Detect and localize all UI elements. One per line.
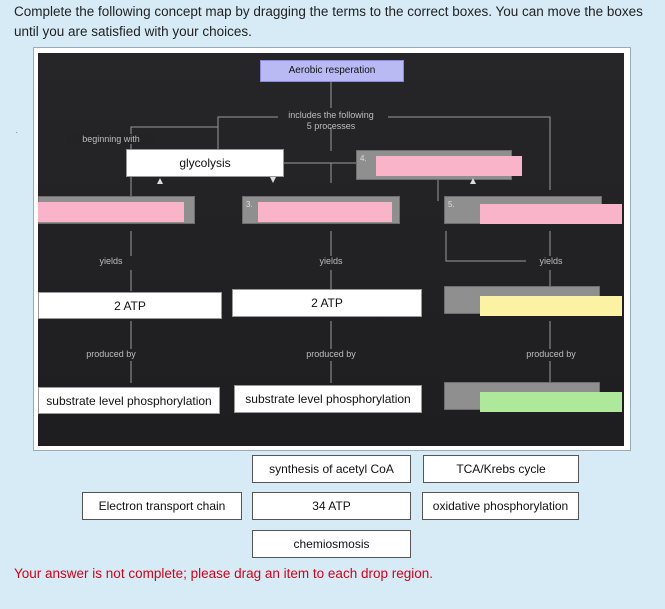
drop-region-number: 5. bbox=[448, 200, 455, 209]
includes-label-line1: includes the following bbox=[288, 110, 374, 120]
placed-2-atp-left[interactable]: 2 ATP bbox=[38, 292, 222, 319]
concept-map-canvas bbox=[38, 53, 624, 446]
beginning-with-label: beginning with bbox=[66, 134, 156, 144]
placed-substrate-left[interactable]: substrate level phosphorylation bbox=[38, 387, 220, 414]
drop-region-number: 3. bbox=[246, 200, 253, 209]
drop-target-4[interactable] bbox=[376, 156, 522, 176]
drop-region-number: 4. bbox=[360, 154, 367, 163]
arrow-up-icon bbox=[470, 178, 476, 184]
drop-target-1[interactable] bbox=[38, 202, 184, 222]
placed-2-atp-mid[interactable]: 2 ATP bbox=[232, 289, 422, 317]
margin-dot: · bbox=[15, 127, 19, 138]
error-message: Your answer is not complete; please drag… bbox=[14, 566, 434, 581]
yields-label-left: yields bbox=[86, 256, 136, 266]
drop-target-5[interactable] bbox=[480, 204, 622, 224]
placed-glycolysis[interactable]: glycolysis bbox=[126, 149, 284, 177]
produced-by-label-left: produced by bbox=[76, 349, 146, 359]
drop-target-7[interactable] bbox=[480, 392, 622, 412]
arrow-down-icon bbox=[270, 177, 276, 183]
includes-label-line2: 5 processes bbox=[306, 121, 356, 131]
title-box: Aerobic resperation bbox=[260, 60, 404, 82]
term-chemiosmosis[interactable]: chemiosmosis bbox=[252, 530, 411, 558]
term-34-atp[interactable]: 34 ATP bbox=[252, 492, 411, 520]
term-synthesis-of-acetyl-coa[interactable]: synthesis of acetyl CoA bbox=[252, 455, 411, 483]
term-oxidative-phosphorylation[interactable]: oxidative phosphorylation bbox=[422, 492, 579, 520]
drop-target-6[interactable] bbox=[480, 296, 622, 316]
yields-label-right: yields bbox=[526, 256, 576, 266]
instructions-text: Complete the following concept map by dr… bbox=[14, 4, 643, 39]
term-tca-krebs-cycle[interactable]: TCA/Krebs cycle bbox=[423, 455, 579, 483]
placed-substrate-mid[interactable]: substrate level phosphorylation bbox=[234, 385, 422, 413]
produced-by-label-right: produced by bbox=[516, 349, 586, 359]
term-electron-transport-chain[interactable]: Electron transport chain bbox=[82, 492, 242, 520]
produced-by-label-mid: produced by bbox=[296, 349, 366, 359]
drop-target-3[interactable] bbox=[258, 202, 392, 222]
arrow-up-icon bbox=[157, 178, 163, 184]
yields-label-mid: yields bbox=[306, 256, 356, 266]
